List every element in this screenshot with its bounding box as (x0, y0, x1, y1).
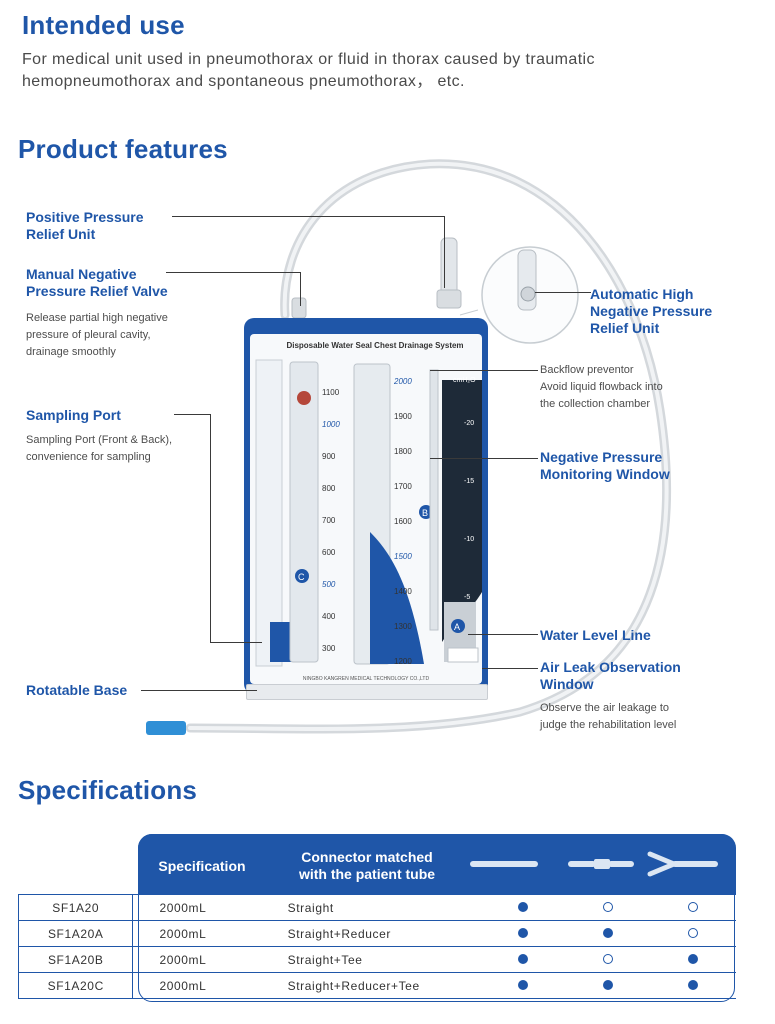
reducer-connector-icon (568, 859, 634, 869)
sampling-port-knob (297, 391, 311, 405)
model-cell: SF1A20A (17, 920, 134, 947)
drainage-tube-illustration (146, 159, 672, 735)
intended-use-line-1: For medical unit used in pneumothorax or… (22, 51, 595, 68)
product-features-heading: Product features (18, 134, 228, 164)
connector-cell: Straight+Reducer (279, 920, 481, 947)
reducer-availability-cell (565, 946, 651, 973)
connector-cell: Straight+Reducer+Tee (279, 972, 481, 999)
model-cell: SF1A20C (17, 972, 134, 999)
filled-dot-icon (688, 979, 699, 990)
callout-positive-pressure: Positive Pressure Relief Unit (26, 209, 144, 242)
callout-sampling-port-desc: Sampling Port (Front & Back), convenienc… (26, 434, 173, 463)
filled-dot-icon (518, 927, 529, 938)
spec-cell: 2000mL (132, 920, 280, 947)
rotatable-base (246, 684, 488, 700)
chamber-a-label: A (454, 622, 460, 632)
straight-availability-cell (480, 946, 566, 973)
chamber-b-label: B (422, 508, 428, 518)
straight-availability-cell (480, 920, 566, 947)
callout-manual-negative: Manual Negative Pressure Relief Valve (26, 266, 168, 299)
connector-cell: Straight+Tee (279, 946, 481, 973)
tee-connector-icon (647, 851, 718, 877)
empty-dot-icon (603, 953, 614, 964)
empty-dot-icon (688, 927, 699, 938)
intended-use-heading: Intended use (22, 10, 185, 40)
connector-icons (470, 851, 718, 877)
empty-dot-icon (688, 901, 699, 912)
model-cell: SF1A20B (17, 946, 134, 973)
callout-manual-negative-desc: Release partial high negative pressure o… (26, 312, 168, 358)
chamber-b-scale: 2000 1900 1800 1700 1600 1500 1400 1300 … (394, 377, 412, 666)
header-specification: Specification (158, 858, 246, 874)
device-title-label: Disposable Water Seal Chest Drainage Sys… (286, 341, 464, 350)
tee-availability-cell (650, 920, 736, 947)
header-connector: Connector matched with the patient tube (298, 849, 436, 882)
specifications-heading: Specifications (18, 775, 198, 805)
reducer-availability-cell (565, 972, 651, 999)
reducer-availability-cell (565, 920, 651, 947)
intended-use-line-2: hemopneumothorax and spontaneous pneumot… (22, 73, 465, 90)
filled-dot-icon (688, 953, 699, 964)
filled-dot-icon (518, 953, 529, 964)
callout-water-level: Water Level Line (540, 627, 651, 643)
callout-air-leak: Air Leak Observation Window (540, 659, 681, 692)
callout-rotatable-base: Rotatable Base (26, 682, 128, 698)
straight-availability-cell (480, 972, 566, 999)
spec-cell: 2000mL (132, 894, 280, 921)
connector-cell: Straight (279, 894, 481, 921)
chamber-c-label: C (298, 572, 305, 582)
filled-dot-icon (518, 901, 529, 912)
callout-air-leak-desc: Observe the air leakage to judge the reh… (540, 702, 677, 731)
callout-sampling-port: Sampling Port (26, 407, 121, 423)
tee-availability-cell (650, 894, 736, 921)
empty-dot-icon (603, 901, 614, 912)
filled-dot-icon (603, 979, 614, 990)
straight-availability-cell (480, 894, 566, 921)
monitor-scale: -20 -15 -10 -5 (464, 420, 475, 601)
spec-cell: 2000mL (132, 946, 280, 973)
spec-table-header (138, 834, 736, 894)
unit-label: cmH₂O (453, 377, 476, 384)
callout-automatic-high: Automatic High Negative Pressure Relief … (590, 286, 713, 336)
callout-monitoring-window: Negative Pressure Monitoring Window (540, 449, 670, 482)
filled-dot-icon (603, 927, 614, 938)
spec-cell: 2000mL (132, 972, 280, 999)
model-cell: SF1A20 (17, 894, 134, 921)
chamber-c-scale: 1100 1000 900 800 700 600 500 400 300 (322, 388, 340, 653)
device-chambers: C B A cmH₂O (255, 359, 482, 667)
tee-availability-cell (650, 972, 736, 999)
filled-dot-icon (518, 979, 529, 990)
device-footer-text: NINGBO KANGREN MEDICAL TECHNOLOGY CO.,LT… (302, 676, 430, 682)
callout-backflow: Backflow preventor Avoid liquid flowback… (540, 364, 663, 410)
tee-availability-cell (650, 946, 736, 973)
reducer-availability-cell (565, 894, 651, 921)
straight-connector-icon (470, 861, 538, 867)
